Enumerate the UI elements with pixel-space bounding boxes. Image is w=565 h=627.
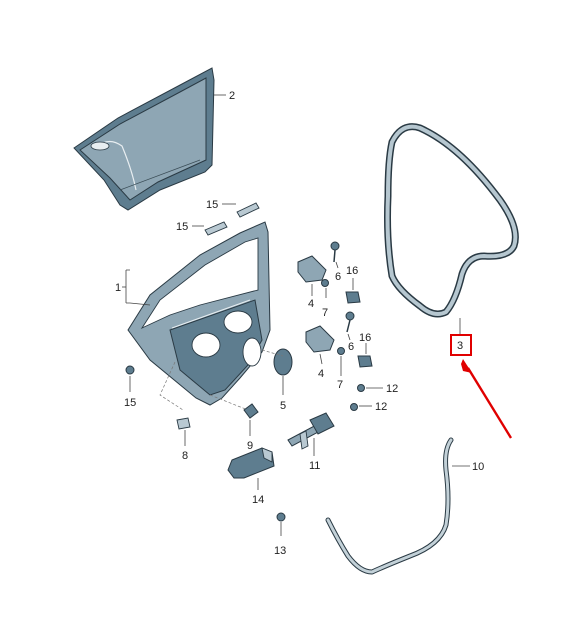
callout-2: 2 xyxy=(229,90,235,102)
part-door-outer-panel xyxy=(73,67,215,211)
callout-8: 8 xyxy=(182,450,188,462)
callout-4-bottom: 4 xyxy=(318,368,324,380)
part-clip-8 xyxy=(176,417,191,430)
callout-14: 14 xyxy=(252,494,264,506)
part-buffer-pad-a xyxy=(236,202,260,218)
highlight-arrow-head xyxy=(461,359,472,373)
part-buffer-pad-b xyxy=(204,221,228,236)
callout-15-left: 15 xyxy=(124,397,136,409)
callout-1: 1 xyxy=(115,282,121,294)
callout-16-bottom: 16 xyxy=(359,332,371,344)
callout-12-bottom: 12 xyxy=(375,401,387,413)
part-grommet-9 xyxy=(243,403,259,419)
part-bolt-12-lower xyxy=(350,403,358,411)
part-door-inner-frame xyxy=(127,221,271,406)
highlight-part-3: 3 xyxy=(450,334,513,439)
part-hinge-lower xyxy=(305,311,373,368)
callout-15-top: 15 xyxy=(206,199,218,211)
callout-9: 9 xyxy=(247,440,253,452)
callout-11: 11 xyxy=(309,460,320,472)
part-plug-15 xyxy=(125,365,135,375)
callout-10: 10 xyxy=(472,461,484,473)
callout-7-top: 7 xyxy=(322,307,328,319)
part-screw-13 xyxy=(276,512,286,522)
callout-3: 3 xyxy=(457,340,463,352)
callout-16-top: 16 xyxy=(346,265,358,277)
callout-13: 13 xyxy=(274,545,286,557)
part-handle-housing xyxy=(227,447,275,479)
highlight-arrow xyxy=(466,367,513,439)
highlight-box xyxy=(450,334,472,356)
part-bolt-12-upper xyxy=(357,384,365,392)
callout-15-mid: 15 xyxy=(176,221,188,233)
callout-7-bottom: 7 xyxy=(337,379,343,391)
part-door-seal xyxy=(384,123,519,318)
callout-12-top: 12 xyxy=(386,383,398,395)
part-cover-cap-5 xyxy=(273,348,293,376)
callout-6-bottom: 6 xyxy=(348,341,354,353)
part-hinge-upper xyxy=(297,241,361,304)
bracket-1 xyxy=(125,269,130,304)
callout-4-top: 4 xyxy=(308,298,314,310)
part-door-check-strap xyxy=(287,412,335,450)
callout-5: 5 xyxy=(280,400,286,412)
part-tube-10 xyxy=(325,437,454,575)
callout-6-top: 6 xyxy=(335,271,341,283)
